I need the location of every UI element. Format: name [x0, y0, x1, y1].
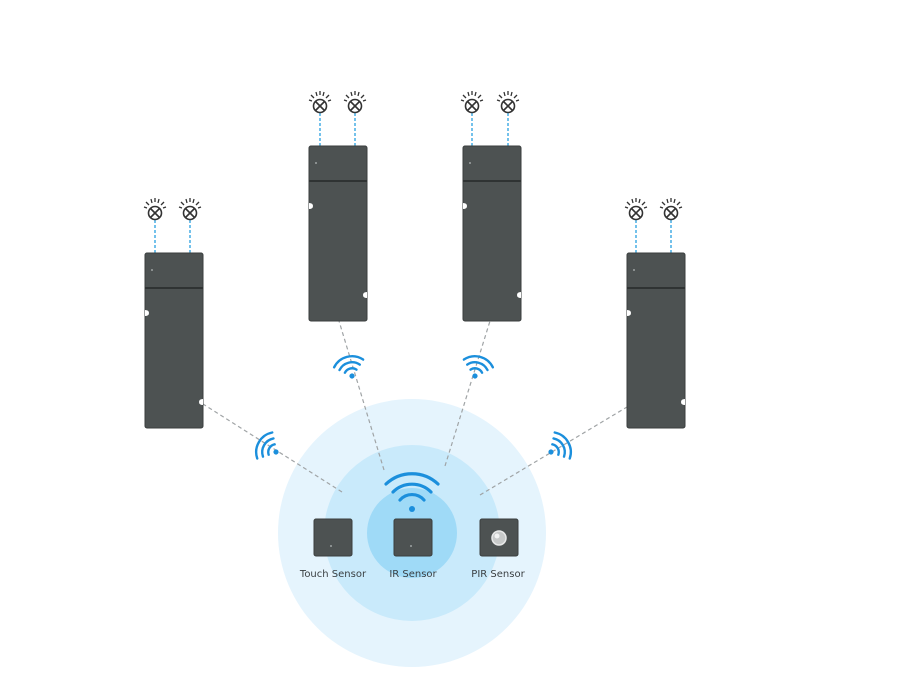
link-lines — [202, 320, 628, 496]
wifi-icon-link-2 — [331, 351, 369, 384]
controller-body — [144, 252, 204, 429]
lamp-icon — [143, 197, 167, 221]
wifi-icon-broadcast — [384, 472, 440, 512]
lamp-icon — [624, 197, 648, 221]
lamp-wires — [635, 220, 672, 254]
lamp-icon — [343, 90, 367, 114]
lamp-wires — [319, 113, 356, 147]
controller-2 — [308, 90, 368, 322]
lamp-icon — [460, 90, 484, 114]
pir-sensor-label: PIR Sensor — [471, 569, 525, 580]
touch-sensor-label: Touch Sensor — [299, 569, 367, 580]
touch-sensor: Touch Sensor — [299, 518, 367, 580]
lamp-icon — [659, 197, 683, 221]
pir-lens-icon — [491, 530, 507, 546]
link-line-3 — [444, 320, 491, 467]
controller-body — [308, 145, 368, 322]
link-line-2 — [338, 320, 385, 471]
ir-sensor: IR Sensor — [389, 518, 438, 580]
pir-sensor: PIR Sensor — [471, 518, 526, 580]
lamp-icon — [178, 197, 202, 221]
touch-sensor-device — [313, 518, 353, 557]
controller-body — [626, 252, 686, 429]
lamp-icon — [496, 90, 520, 114]
ir-sensor-label: IR Sensor — [389, 569, 437, 580]
controller-3 — [460, 90, 522, 322]
link-line-4 — [479, 406, 628, 496]
controller-body — [462, 145, 522, 322]
lamp-wires — [471, 113, 509, 147]
controller-1 — [143, 197, 204, 429]
wifi-icon-link-3 — [458, 351, 496, 384]
lamp-icon — [308, 90, 332, 114]
ir-sensor-device — [393, 518, 433, 557]
lamp-wires — [154, 220, 191, 254]
wifi-icon-link-1 — [250, 427, 287, 468]
controller-4 — [624, 197, 686, 429]
wifi-icon-link-4 — [540, 427, 577, 468]
